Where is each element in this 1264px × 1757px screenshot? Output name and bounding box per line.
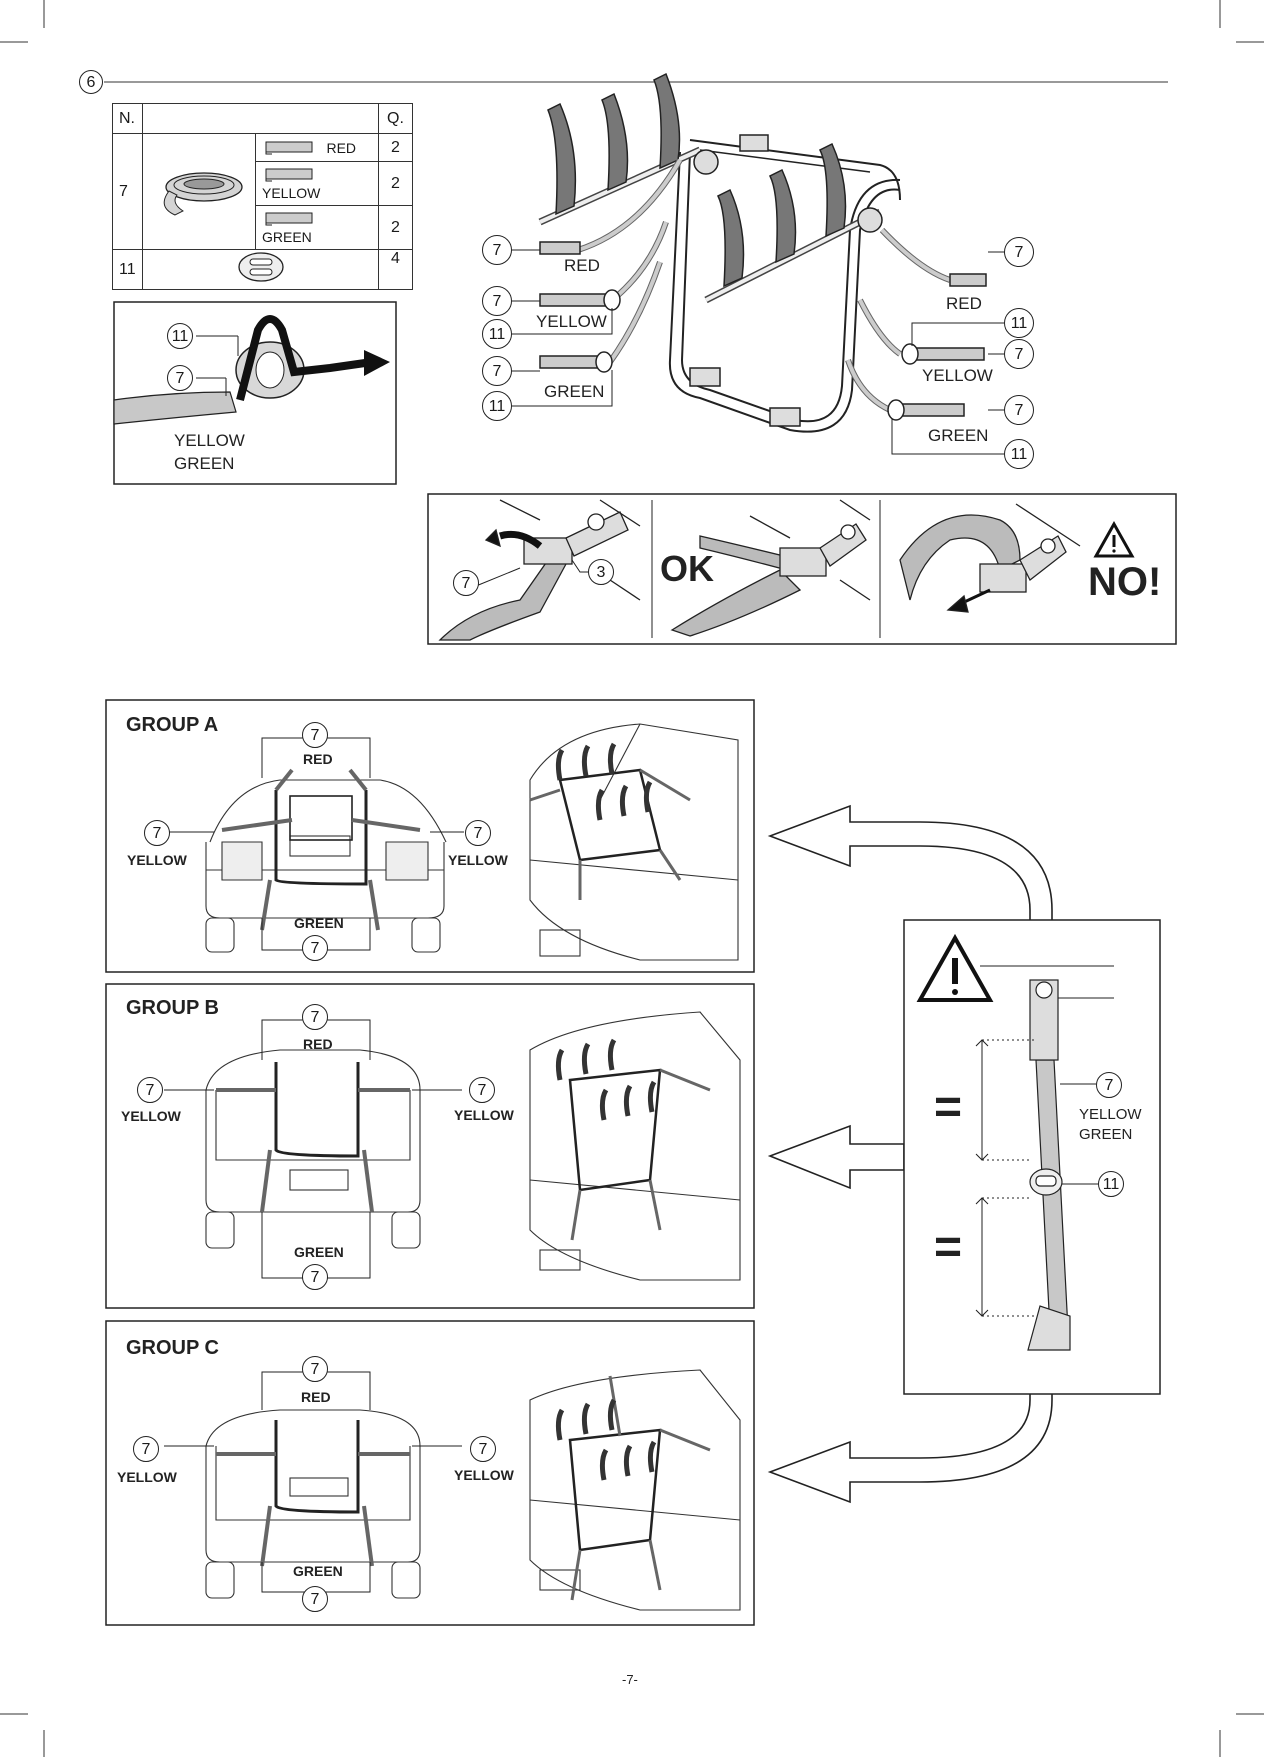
group-a-left-label: YELLOW [127,852,187,868]
group-b-right-label: YELLOW [454,1107,514,1123]
group-b-top-label: RED [303,1036,333,1052]
group-c-left-label: YELLOW [117,1469,177,1485]
group-a-title: GROUP A [126,714,218,737]
group-b-bottom-label: GREEN [294,1244,344,1260]
group-b-title: GROUP B [126,997,219,1020]
equal-detail-color-green: GREEN [1079,1126,1132,1143]
group-c-top-callout: 7 [302,1356,328,1382]
group-c-right-label: YELLOW [454,1467,514,1483]
group-b-top-callout: 7 [302,1004,328,1030]
group-c-top-label: RED [301,1389,331,1405]
equal-detail-color-yellow: YELLOW [1079,1106,1142,1123]
equal-detail-callout-strap: 7 [1096,1072,1122,1098]
group-b-right-callout: 7 [469,1077,495,1103]
group-b-left-label: YELLOW [121,1108,181,1124]
equal-sign-top: = [934,1080,962,1135]
group-a-top-callout: 7 [302,722,328,748]
group-c-bottom-label: GREEN [293,1563,343,1579]
equal-detail-callout-buckle: 11 [1098,1171,1124,1197]
group-a-right-callout: 7 [465,820,491,846]
group-a-bottom-label: GREEN [294,915,344,931]
group-c-title: GROUP C [126,1337,219,1360]
page-number: -7- [622,1672,638,1687]
group-a-right-label: YELLOW [448,852,508,868]
group-a-bottom-callout: 7 [302,935,328,961]
group-c-left-callout: 7 [133,1436,159,1462]
group-a-top-label: RED [303,751,333,767]
group-c-bottom-callout: 7 [302,1586,328,1612]
equal-sign-bottom: = [934,1220,962,1275]
group-c-right-callout: 7 [470,1436,496,1462]
group-a-left-callout: 7 [144,820,170,846]
group-b-left-callout: 7 [137,1077,163,1103]
group-b-bottom-callout: 7 [302,1264,328,1290]
